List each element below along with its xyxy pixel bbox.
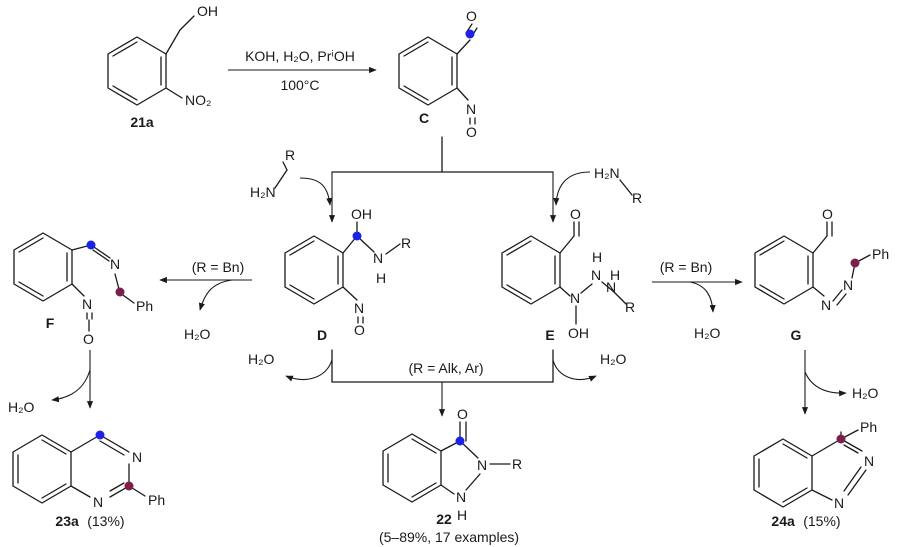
water-23a: H₂O (8, 399, 35, 415)
marker-purple-dot-24a (836, 434, 846, 444)
amine-reagent-left: H₂N R (250, 147, 333, 206)
svg-text:N: N (354, 300, 364, 316)
svg-text:H₂N: H₂N (250, 184, 276, 200)
compound-22-structure: O N R N H (382, 406, 522, 523)
svg-text:H: H (592, 249, 602, 265)
water-curve-23a (51, 369, 91, 403)
svg-text:N: N (570, 290, 580, 306)
svg-text:N: N (591, 267, 601, 283)
svg-text:R: R (625, 299, 635, 315)
svg-text:N: N (82, 296, 92, 312)
svg-text:N: N (843, 277, 853, 293)
svg-text:O: O (457, 406, 468, 422)
conditions-reagents: KOH, H₂O, PrⁱOH (245, 48, 355, 64)
condition-r-bn-left: (R = Bn) (192, 259, 245, 275)
conditions-temperature: 100°C (280, 77, 319, 93)
label-23a: 23a (13%) (55, 513, 124, 530)
svg-text:H: H (376, 270, 386, 286)
marker-purple-dot-G (850, 258, 860, 268)
marker-blue-dot-D (352, 231, 362, 241)
label-21a: 21a (130, 114, 154, 130)
marker-blue-dot-23a (95, 430, 105, 440)
svg-text:N: N (834, 495, 844, 511)
svg-text:Ph: Ph (148, 492, 165, 508)
svg-text:Ph: Ph (136, 298, 153, 314)
amine-reagent-right: H₂N R (553, 165, 642, 206)
svg-text:O: O (83, 331, 94, 347)
water-G: H₂O (694, 325, 721, 341)
water-curve-right-top (689, 281, 716, 313)
svg-text:N: N (821, 297, 831, 313)
yield-22: (5–89%, 17 examples) (379, 529, 519, 545)
svg-text:N: N (373, 250, 383, 266)
compound-21a-structure: OH NO₂ (107, 3, 218, 108)
svg-text:R: R (285, 147, 295, 163)
label-24a: 24a (15%) (771, 513, 840, 530)
label-D: D (317, 327, 327, 343)
svg-text:N: N (110, 256, 120, 272)
label-G: G (791, 327, 802, 343)
svg-text:N: N (132, 449, 142, 465)
label-22: 22 (436, 511, 452, 527)
marker-purple-dot-23a (124, 481, 134, 491)
water-F: H₂O (184, 326, 211, 342)
marker-blue-dot-22 (455, 436, 465, 446)
svg-text:H₂N: H₂N (594, 165, 620, 181)
marker-purple-dot-F (115, 287, 125, 297)
svg-text:N: N (606, 279, 616, 295)
water-24a: H₂O (852, 385, 879, 401)
label-C: C (419, 110, 429, 126)
compound-F-structure: N Ph N O (13, 232, 153, 347)
compound-24a-structure: Ph N N (753, 419, 877, 511)
water-D: H₂O (248, 351, 275, 367)
svg-text:O: O (354, 322, 365, 338)
water-curve-right-bottom (552, 359, 597, 382)
svg-text:OH: OH (351, 206, 372, 222)
atom-NO2: NO₂ (185, 92, 211, 108)
atom-O-nitroso: O (466, 124, 477, 140)
compound-23a-structure: N N Ph (12, 434, 165, 510)
svg-text:N: N (456, 489, 466, 505)
compound-G-structure: O N N Ph (754, 206, 889, 313)
atom-O-aldehyde: O (466, 8, 477, 24)
marker-blue-dot-F (86, 240, 96, 250)
marker-blue-dot-C (465, 29, 475, 39)
svg-text:O: O (570, 206, 581, 222)
svg-text:OH: OH (568, 325, 589, 341)
svg-text:N: N (477, 457, 487, 473)
svg-text:Ph: Ph (860, 419, 877, 435)
svg-text:N: N (93, 494, 103, 510)
condition-r-alk-ar: (R = Alk, Ar) (408, 360, 483, 376)
atom-OH: OH (197, 3, 218, 19)
compound-C-structure: O N O (398, 8, 478, 140)
water-E: H₂O (600, 351, 627, 367)
water-curve-left-bottom (285, 359, 333, 382)
water-curve-24a (804, 371, 847, 397)
compound-E-structure: O N OH N H H N R (501, 206, 635, 341)
condition-r-bn-right: (R = Bn) (660, 259, 713, 275)
svg-text:R: R (632, 190, 642, 206)
svg-text:H: H (457, 507, 467, 523)
svg-text:R: R (512, 456, 522, 472)
svg-text:R: R (401, 235, 411, 251)
compound-D-structure: OH N H R N O (284, 206, 411, 338)
label-F: F (46, 315, 55, 331)
atom-N-nitroso: N (466, 101, 476, 117)
svg-text:O: O (822, 206, 833, 222)
svg-text:N: N (864, 453, 874, 469)
water-curve-left-top (198, 279, 233, 311)
label-E: E (545, 327, 554, 343)
svg-text:Ph: Ph (872, 246, 889, 262)
svg-text:H: H (610, 267, 620, 283)
